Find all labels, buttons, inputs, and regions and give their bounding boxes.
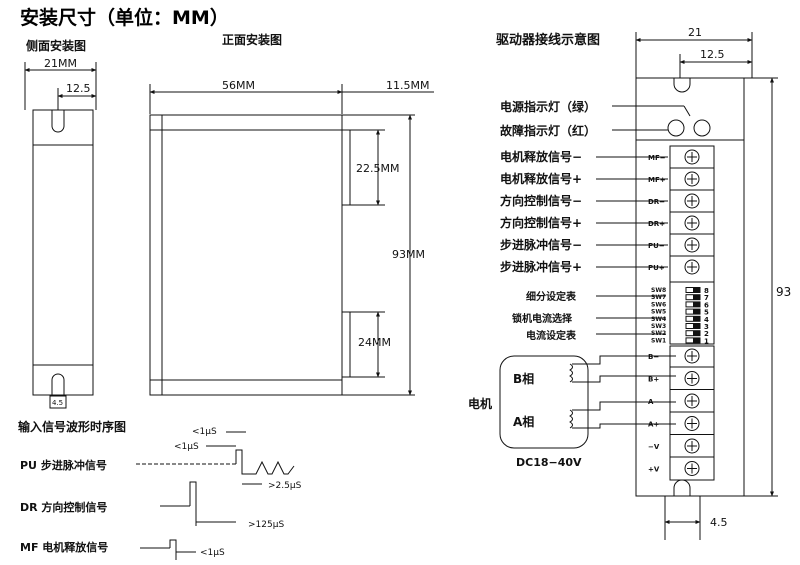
terminal-label: PU+ xyxy=(648,264,665,272)
timing-annotation-3: >2.5μS xyxy=(268,481,302,491)
switch-label: SW4 xyxy=(651,316,666,323)
switch-number: 8 xyxy=(704,287,709,295)
front-view: 正面安装图 56MM 11.5MM 22.5MM 24MM 93MM xyxy=(149,32,434,396)
setting-label-lock-current: 锁机电流选择 xyxy=(512,312,573,325)
wiring-bottom-label: 4.5 xyxy=(710,516,728,529)
timing-row-pu: PU 步进脉冲信号 xyxy=(20,458,107,472)
timing-diagram: 输入信号波形时序图 PU 步进脉冲信号 DR 方向控制信号 MF 电机释放信号 … xyxy=(18,419,302,560)
setting-label-current: 电流设定表 xyxy=(526,329,577,342)
side-view-title: 侧面安装图 xyxy=(26,38,86,53)
front-view-title: 正面安装图 xyxy=(222,32,282,47)
front-offset-label: 11.5MM xyxy=(386,79,429,92)
switch-label: SW3 xyxy=(651,323,666,330)
terminal-label: PU− xyxy=(648,242,665,250)
timing-row-dr: DR 方向控制信号 xyxy=(20,500,107,514)
terminal-label: DR− xyxy=(648,198,665,206)
wiring-title: 驱动器接线示意图 xyxy=(496,32,600,48)
terminal-label: MF+ xyxy=(648,176,666,184)
terminal-label: +V xyxy=(648,466,660,474)
signal-label: 电机释放信号+ xyxy=(500,171,582,186)
terminal-screw xyxy=(684,348,700,364)
side-view: 侧面安装图 21MM 12.5 4.5 xyxy=(24,38,97,409)
terminal-screw xyxy=(684,393,700,409)
front-height-label: 93MM xyxy=(392,248,425,261)
switch-label: SW7 xyxy=(651,294,666,301)
timing-annotation-5: <1μS xyxy=(200,548,225,558)
motor xyxy=(499,355,589,449)
power-led xyxy=(667,119,685,137)
signal-label: 步进脉冲信号− xyxy=(500,237,582,252)
terminal-screw xyxy=(684,171,700,187)
timing-annotation-1: <1μS xyxy=(192,427,217,437)
power-label: DC18−40V xyxy=(516,456,582,469)
terminal-label: −V xyxy=(648,443,660,451)
motor-label: 电机 xyxy=(468,396,492,411)
switch-label: SW5 xyxy=(651,309,666,316)
terminal-screw xyxy=(684,259,700,275)
power-led-label: 电源指示灯（绿） xyxy=(500,99,596,114)
front-top-hole-label: 22.5MM xyxy=(356,162,399,175)
timing-row-mf: MF 电机释放信号 xyxy=(20,540,108,554)
phase-a-label: A相 xyxy=(513,414,534,429)
side-bottom-label: 4.5 xyxy=(52,399,63,407)
terminal-screw xyxy=(684,416,700,431)
switch-label: SW8 xyxy=(651,287,666,294)
front-bottom-hole-label: 24MM xyxy=(358,336,391,349)
switch-number: 4 xyxy=(704,316,709,324)
fault-led-label: 故障指示灯（红） xyxy=(500,123,596,138)
wiring-height-label: 93 xyxy=(776,285,791,299)
terminal-screw xyxy=(684,215,700,231)
power-terminals: B−B+A−A+−V+V xyxy=(648,348,714,476)
wiring-diagram: 驱动器接线示意图 21 12.5 4.5 93 电源指示灯（绿） 故障指示灯（红… xyxy=(468,26,791,540)
switch-number: 7 xyxy=(704,294,709,302)
switch-number: 2 xyxy=(704,330,709,338)
timing-annotation-2: <1μS xyxy=(174,442,199,452)
terminal-screw xyxy=(684,193,700,209)
phase-b-label: B相 xyxy=(513,371,534,386)
timing-annotation-4: >125μS xyxy=(248,520,284,530)
switch-label: SW1 xyxy=(651,337,666,344)
signal-terminals: MF− 电机释放信号− MF+ 电机释放信号+ DR− 方向控制信号− DR+ 方向控制信号+… xyxy=(500,149,714,275)
switch-label: SW6 xyxy=(651,301,666,308)
terminal-screw xyxy=(684,438,700,454)
page-title: 安装尺寸（单位：MM） xyxy=(20,6,229,29)
wiring-top-slot: 12.5 xyxy=(700,48,725,61)
timing-title: 输入信号波形时序图 xyxy=(18,419,126,434)
signal-label: 方向控制信号+ xyxy=(500,215,582,230)
side-width-label: 21MM xyxy=(44,57,77,70)
terminal-screw xyxy=(684,237,700,253)
signal-label: 方向控制信号− xyxy=(500,193,582,208)
terminal-screw xyxy=(684,461,700,476)
setting-label-microstep: 细分设定表 xyxy=(526,290,577,303)
side-slot-label: 12.5 xyxy=(66,82,91,95)
front-width-label: 56MM xyxy=(222,79,255,92)
signal-label: 步进脉冲信号+ xyxy=(500,259,582,274)
signal-label: 电机释放信号− xyxy=(500,149,582,164)
wiring-top-width: 21 xyxy=(688,26,702,39)
switch-number: 5 xyxy=(704,309,709,317)
terminal-label: B+ xyxy=(648,376,659,384)
terminal-label: DR+ xyxy=(648,220,665,228)
fault-led xyxy=(693,119,711,137)
terminal-screw xyxy=(684,149,700,165)
switch-number: 3 xyxy=(704,323,709,331)
switch-number: 6 xyxy=(704,301,709,309)
terminal-screw xyxy=(684,371,700,386)
terminal-label: MF− xyxy=(648,154,666,162)
terminal-label: B− xyxy=(648,353,659,361)
dip-switch xyxy=(669,281,715,345)
switch-number: 1 xyxy=(704,337,709,345)
